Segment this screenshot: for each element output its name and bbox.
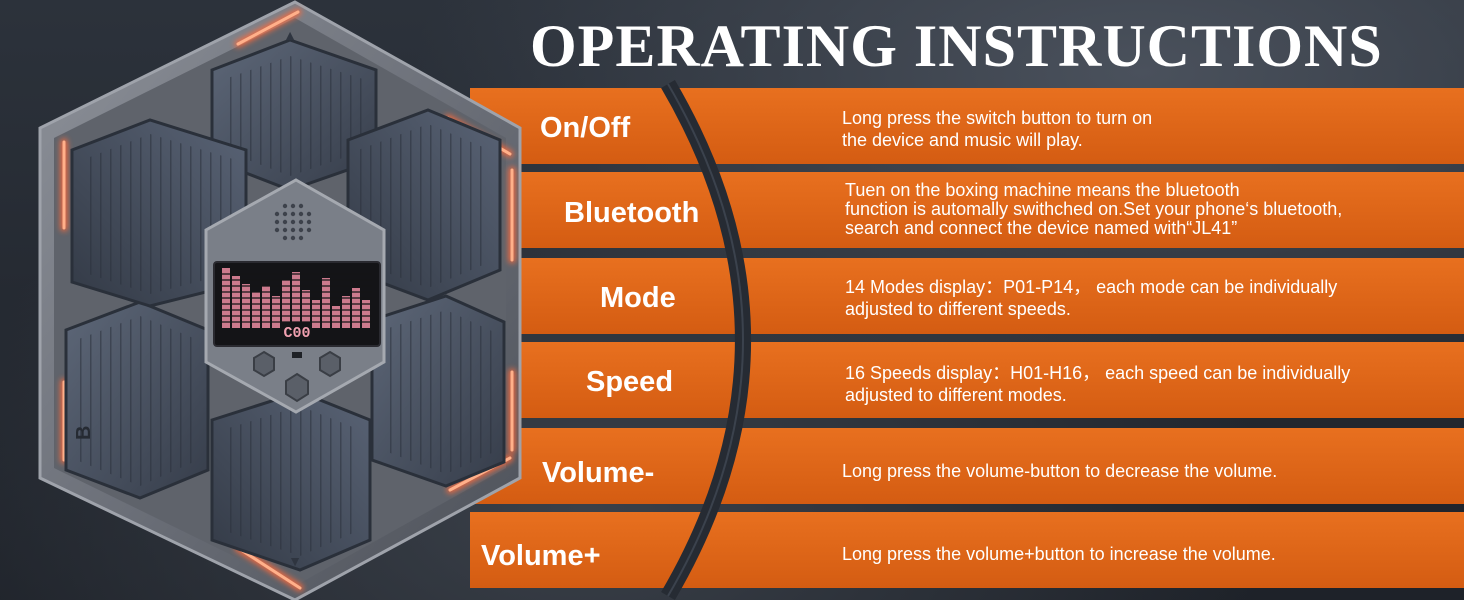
desc-line: search and connect the device named with… <box>845 218 1238 238</box>
label-volume-plus: Volume+ <box>481 540 601 572</box>
desc-line: the device and music will play. <box>842 130 1083 150</box>
label-bluetooth: Bluetooth <box>564 197 700 229</box>
desc-line: Long press the volume-button to decrease… <box>842 461 1278 481</box>
punch-pad-top-left <box>70 118 248 308</box>
label-volume-minus: Volume- <box>542 457 655 489</box>
label-mode: Mode <box>600 282 676 314</box>
desc-volume-plus: Long press the volume+button to increase… <box>842 543 1422 565</box>
bar-on-off <box>470 88 1464 164</box>
boxing-machine-image: ▲ ▼ <box>38 0 522 600</box>
page-title: OPERATING INSTRUCTIONS <box>530 13 1383 79</box>
label-on-off: On/Off <box>540 112 631 144</box>
desc-line: adjusted to different speeds. <box>845 299 1071 319</box>
bar-volume-plus <box>470 512 1464 588</box>
control-panel: C00 <box>204 178 386 414</box>
punch-pad-top-right <box>346 108 502 302</box>
desc-bluetooth: Tuen on the boxing machine means the blu… <box>845 181 1425 238</box>
label-speed: Speed <box>586 366 674 398</box>
punch-pad-top: ▲ <box>210 27 378 192</box>
desc-line: Tuen on the boxing machine means the blu… <box>845 180 1240 200</box>
power-indicator <box>292 352 302 358</box>
bar-bluetooth <box>470 172 1464 248</box>
punch-pad-bottom-left <box>64 300 210 500</box>
desc-line: Long press the switch button to turn on <box>842 108 1153 128</box>
desc-line: Long press the volume+button to increase… <box>842 544 1276 564</box>
punch-pad-bottom: ▼ <box>210 390 372 572</box>
volume-minus-button <box>253 350 275 378</box>
desc-line: function is automally swithched on.Set y… <box>845 199 1343 219</box>
svg-text:▲: ▲ <box>283 27 297 43</box>
desc-line: 16 Speeds display：H01-H16， each speed ca… <box>845 363 1351 383</box>
bar-mode <box>470 258 1464 334</box>
power-button <box>285 372 309 403</box>
volume-plus-button <box>319 350 341 378</box>
desc-line: adjusted to different modes. <box>845 385 1067 405</box>
desc-line: 14 Modes display：P01-P14， each mode can … <box>845 277 1338 297</box>
lcd-readout: C00 <box>283 325 310 342</box>
svg-text:B: B <box>73 426 95 440</box>
desc-speed: 16 Speeds display：H01-H16， each speed ca… <box>845 362 1425 406</box>
svg-text:▼: ▼ <box>288 553 302 569</box>
desc-on-off: Long press the switch button to turn on … <box>842 107 1422 151</box>
speaker-grille <box>274 203 312 241</box>
desc-mode: 14 Modes display：P01-P14， each mode can … <box>845 276 1425 320</box>
desc-volume-minus: Long press the volume-button to decrease… <box>842 460 1422 482</box>
punch-pad-bottom-right <box>370 294 506 488</box>
bar-volume-minus <box>470 428 1464 504</box>
bar-speed <box>470 342 1464 418</box>
